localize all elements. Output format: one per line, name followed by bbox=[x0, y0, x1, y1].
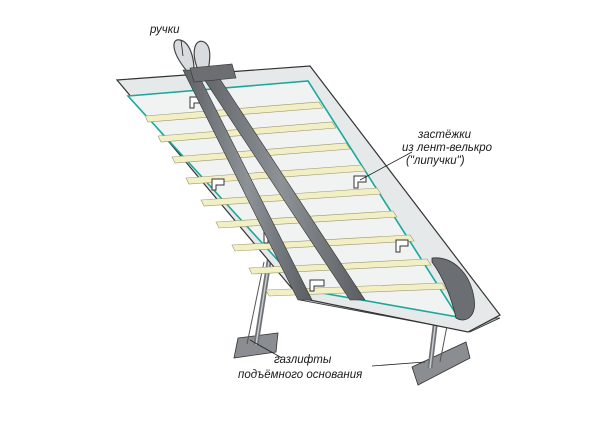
label-handles: ручки bbox=[149, 24, 180, 36]
leader-gaslift-right bbox=[371, 361, 426, 367]
label-gaslift-line1: газлифты bbox=[274, 354, 332, 366]
strap-wrap bbox=[431, 257, 475, 321]
label-gaslift-line2: подъёмного основания bbox=[238, 369, 362, 381]
leader-velcro bbox=[359, 151, 413, 181]
handle-loops bbox=[173, 39, 211, 73]
label-velcro-line2: из лент-велькро bbox=[402, 142, 493, 154]
gas-lift-right bbox=[411, 299, 471, 386]
label-velcro-line3: ("липучки") bbox=[406, 155, 465, 167]
label-velcro-line1: застёжки bbox=[417, 129, 472, 141]
leader-gaslift-left bbox=[249, 339, 283, 359]
straps bbox=[182, 63, 366, 301]
leader-handles bbox=[180, 39, 184, 57]
